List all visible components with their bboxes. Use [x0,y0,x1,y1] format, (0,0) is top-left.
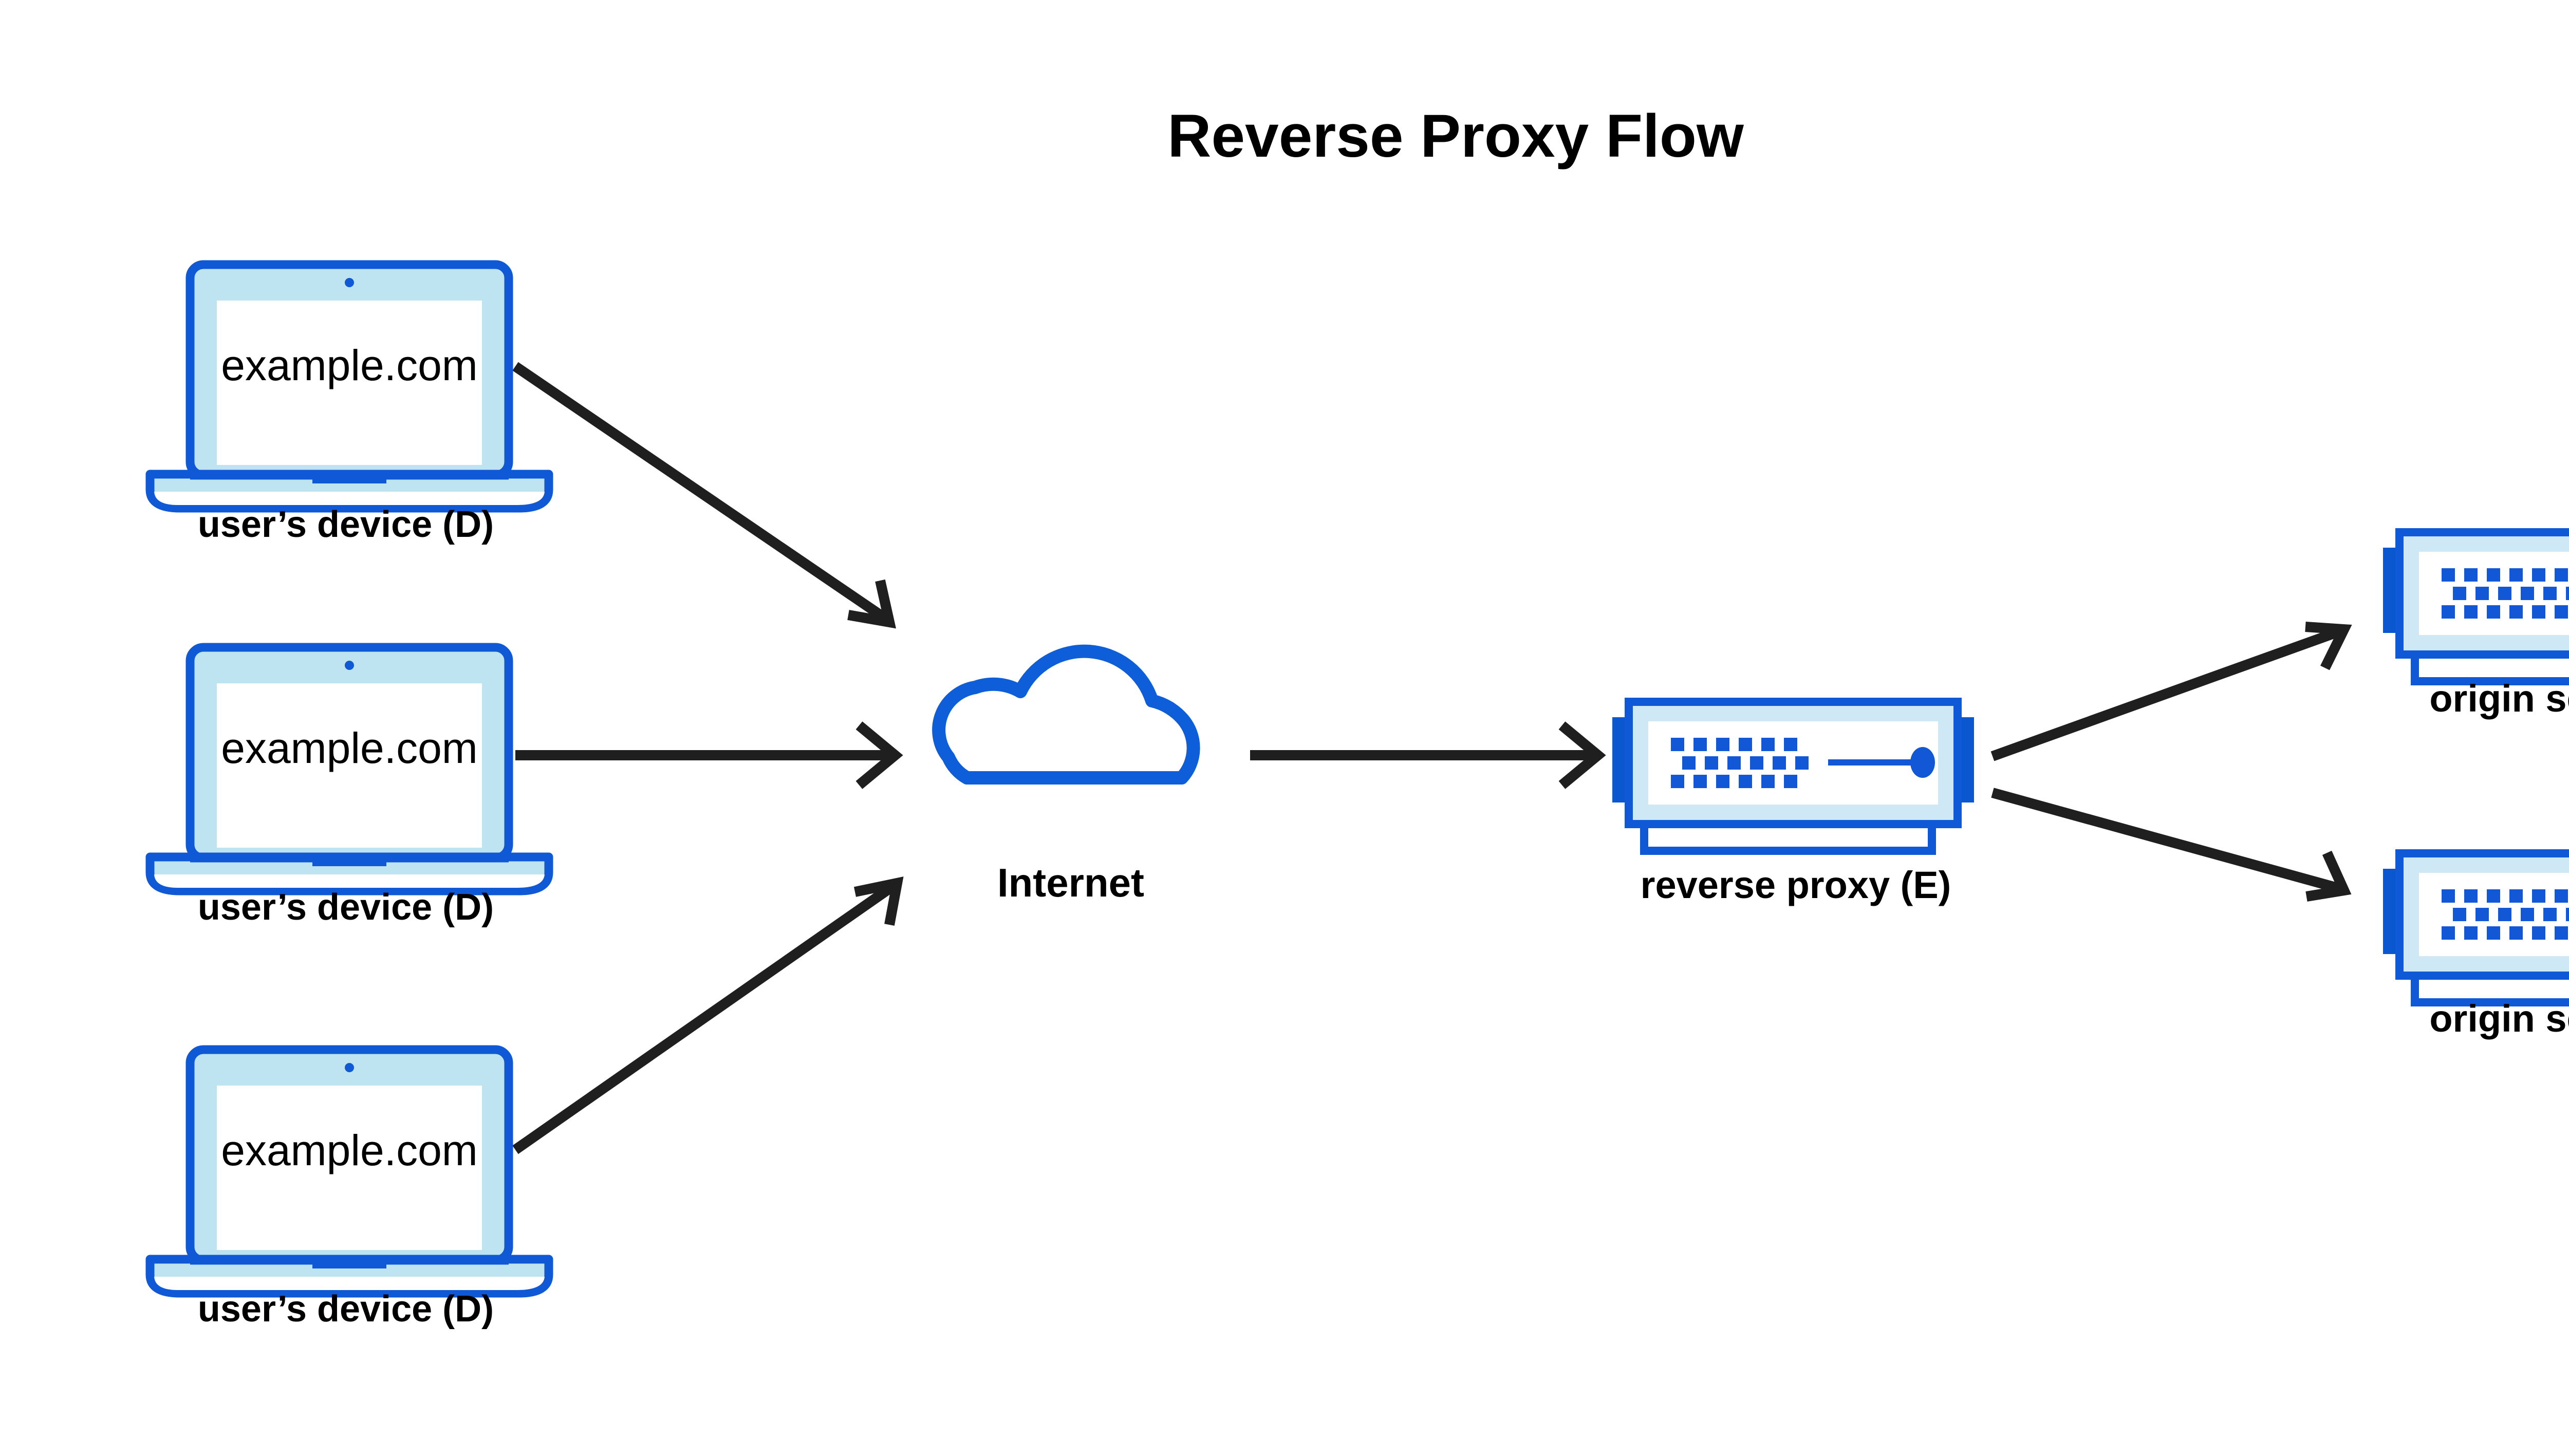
node-device-bottom[interactable]: example.com user’s device (D) [150,1050,549,1330]
reverse-proxy-label: reverse proxy (E) [1641,864,1951,906]
cloud-icon [939,651,1193,778]
node-origin-top[interactable]: origin server (F) [2383,532,2569,720]
internet-label: Internet [997,860,1144,905]
edge-proxy-to-origin-bottom [1991,788,2352,902]
server-icon [2383,853,2569,1002]
node-origin-bottom[interactable]: origin server (F) [2383,853,2569,1040]
device-screen-text: example.com [221,1126,478,1174]
device-screen-text: example.com [221,724,478,772]
origin-server-label: origin server (F) [2429,997,2569,1040]
device-label: user’s device (D) [198,887,494,928]
device-label: user’s device (D) [198,504,494,545]
node-internet[interactable]: Internet [939,651,1193,905]
server-icon [1612,702,1974,851]
node-device-middle[interactable]: example.com user’s device (D) [150,647,549,928]
device-screen-text: example.com [221,341,478,389]
server-icon [2383,532,2569,681]
edge-device-middle-to-internet [515,721,903,789]
edge-device-bottom-to-internet [512,876,904,1154]
edge-proxy-to-origin-top [1990,622,2352,761]
origin-server-label: origin server (F) [2429,677,2569,720]
edge-internet-to-proxy [1250,721,1606,789]
edge-device-top-to-internet [512,362,897,629]
page-title: Reverse Proxy Flow [1167,102,1744,170]
node-device-top[interactable]: example.com user’s device (D) [150,265,549,545]
device-label: user’s device (D) [198,1289,494,1330]
node-reverse-proxy[interactable]: reverse proxy (E) [1612,702,1974,906]
